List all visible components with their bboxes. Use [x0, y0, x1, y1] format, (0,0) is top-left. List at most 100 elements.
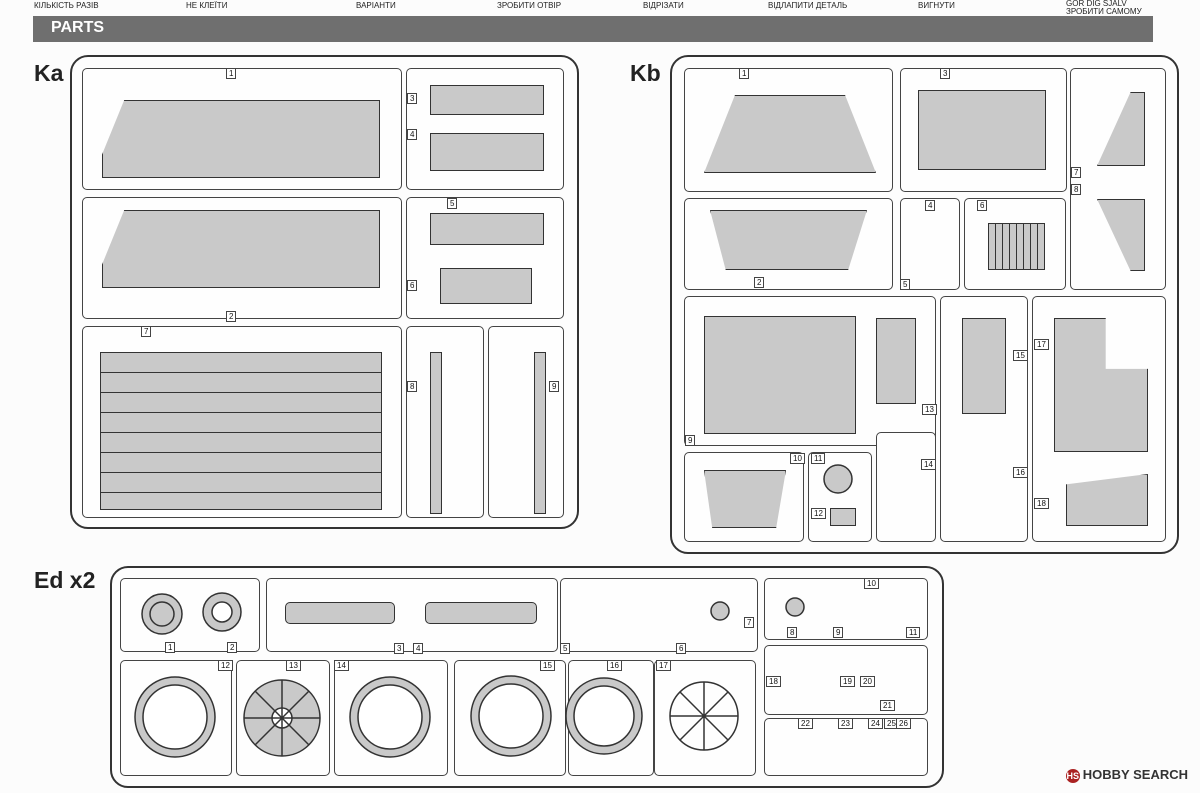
- hobby-search-logo-icon: HS: [1065, 769, 1080, 783]
- legend-item: ВАРІАНТИ: [356, 1, 396, 10]
- part-number: 13: [922, 404, 937, 415]
- instruction-legend-strip: КІЛЬКІСТЬ РАЗІВ НЕ КЛЕЇТИ ВАРІАНТИ ЗРОБИ…: [0, 0, 1200, 16]
- cargo-floor-part: [100, 352, 382, 510]
- part-number: 2: [226, 311, 237, 322]
- part-number: 6: [977, 200, 988, 211]
- parts-section-banner: PARTS: [33, 16, 1153, 42]
- part-number: 10: [790, 453, 805, 464]
- legend-item: ЗРОБИТИ САМОМУ: [1066, 7, 1142, 16]
- part-number: 18: [766, 676, 781, 687]
- part-number: 3: [394, 643, 405, 654]
- part-number: 8: [407, 381, 418, 392]
- radiator-grille-part: [988, 223, 1045, 270]
- part-number: 23: [838, 718, 853, 729]
- part-number: 10: [864, 578, 879, 589]
- part-number: 16: [607, 660, 622, 671]
- bracket-part: [430, 85, 544, 115]
- sprue-ed-cell-5-7: [560, 578, 758, 652]
- cab-rear-wall-part: [704, 316, 856, 434]
- part-number: 9: [549, 381, 560, 392]
- slatted-part: [430, 133, 544, 171]
- hubcap-part: [141, 593, 183, 635]
- section-title: PARTS: [51, 19, 105, 36]
- sprue-kb-label: Kb: [630, 60, 661, 86]
- part-number: 20: [860, 676, 875, 687]
- part-number: 7: [141, 326, 152, 337]
- part-number: 1: [165, 642, 176, 653]
- axle-part: [285, 602, 395, 624]
- part-number: 1: [226, 68, 237, 79]
- part-number: 3: [940, 68, 951, 79]
- part-number: 3: [407, 93, 418, 104]
- part-number: 1: [739, 68, 750, 79]
- part-number: 8: [1071, 184, 1082, 195]
- part-number: 15: [1013, 350, 1028, 361]
- roof-panel-part: [918, 90, 1046, 170]
- chassis-rail-part: [430, 352, 442, 514]
- door-panel-part: [962, 318, 1006, 414]
- part-number: 21: [880, 700, 895, 711]
- part-number: 9: [833, 627, 844, 638]
- part-number: 4: [925, 200, 936, 211]
- part-number: 14: [921, 459, 936, 470]
- part-number: 6: [407, 280, 418, 291]
- part-number: 24: [868, 718, 883, 729]
- part-number: 18: [1034, 498, 1049, 509]
- hood-panel-part: [710, 210, 867, 270]
- part-number: 14: [334, 660, 349, 671]
- axle-part: [425, 602, 537, 624]
- part-number: 4: [413, 643, 424, 654]
- part-number: 2: [227, 642, 238, 653]
- part-number: 13: [286, 660, 301, 671]
- part-number: 6: [676, 643, 687, 654]
- part-number: 5: [560, 643, 571, 654]
- part-number: 5: [447, 198, 458, 209]
- part-number: 12: [218, 660, 233, 671]
- part-number: 9: [685, 435, 696, 446]
- sprue-kb-cell-10: [684, 452, 804, 542]
- part-number: 8: [787, 627, 798, 638]
- watermark-text: HOBBY SEARCH: [1082, 767, 1188, 782]
- small-disc-part: [785, 597, 805, 617]
- part-number: 7: [1071, 167, 1082, 178]
- legend-item: ЗРОБИТИ ОТВІР: [497, 1, 562, 10]
- tray-part: [430, 213, 544, 245]
- legend-item: GÖR DIG SJÄLV: [1066, 0, 1127, 8]
- part-number: 11: [811, 453, 826, 464]
- part-number: 17: [656, 660, 671, 671]
- part-number: 19: [840, 676, 855, 687]
- part-number: 16: [1013, 467, 1028, 478]
- box-part: [440, 268, 532, 304]
- sprue-kb-cell-4-5: [900, 198, 960, 290]
- part-number: 2: [754, 277, 765, 288]
- chassis-rail-part: [534, 352, 546, 514]
- part-number: 11: [906, 627, 921, 638]
- sprue-ka-cell-8: [406, 326, 484, 518]
- legend-item: ВІДРІЗАТИ: [643, 1, 684, 10]
- part-number: 26: [896, 718, 911, 729]
- sprue-ed-label: Ed x2: [34, 567, 96, 593]
- lamp-part: [823, 464, 853, 494]
- sprue-kb-cell-14: [876, 432, 936, 542]
- legend-item: НЕ КЛЕЇТИ: [186, 1, 228, 10]
- legend-item: ВИГНУТИ: [918, 1, 955, 10]
- part-number: 7: [744, 617, 755, 628]
- part-number: 5: [900, 279, 911, 290]
- part-number: 12: [811, 508, 826, 519]
- legend-item: КІЛЬКІСТЬ РАЗІВ: [34, 1, 99, 10]
- part-number: 22: [798, 718, 813, 729]
- sprue-kb-cell-7-8: [1070, 68, 1166, 290]
- hood-panel-part: [704, 95, 876, 173]
- gear-part: [710, 601, 730, 621]
- door-part: [876, 318, 916, 404]
- seat-part: [704, 470, 786, 528]
- side-panel-part: [102, 100, 380, 178]
- part-number: 15: [540, 660, 555, 671]
- legend-item: ВІДЛАПИТИ ДЕТАЛЬ: [768, 1, 848, 10]
- part-number: 4: [407, 129, 418, 140]
- small-box-part: [830, 508, 856, 526]
- sprue-ka-label: Ka: [34, 60, 64, 86]
- sprue-ka-cell-9: [488, 326, 564, 518]
